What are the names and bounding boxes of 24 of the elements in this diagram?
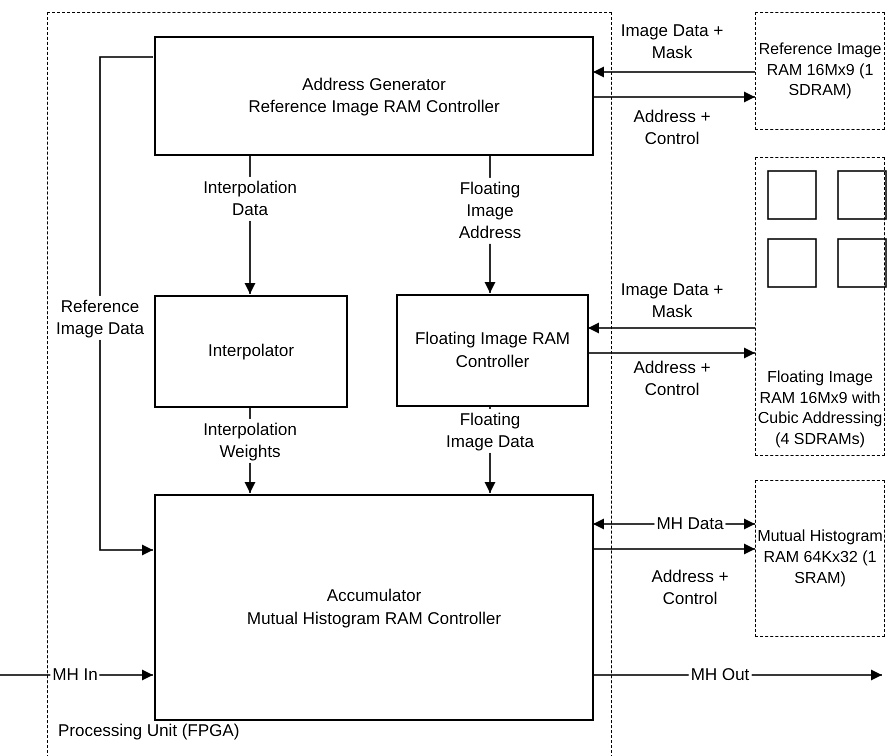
memory-box	[755, 480, 885, 637]
arrow	[588, 348, 755, 358]
process-box	[396, 294, 589, 407]
box-label: Reference Image RAM Controller	[248, 96, 500, 118]
process-box	[154, 36, 594, 156]
box-label: Reference Image RAM 16Mx9 (1 SDRAM)	[758, 40, 882, 102]
processing-unit-boundary	[47, 12, 612, 756]
box-label: Floating Image RAM 16Mx9 with Cubic Addressing (4 SDRAMs)	[757, 368, 883, 450]
process-box	[154, 295, 348, 408]
box-label: Accumulator	[326, 585, 422, 608]
memory-box	[755, 157, 885, 456]
arrow	[99, 56, 153, 556]
box-label: Address Generator	[302, 74, 446, 96]
box-label: Mutual Histogram RAM Controller	[246, 608, 502, 630]
box-label: Interpolator	[208, 340, 294, 362]
arrow	[593, 92, 755, 102]
process-box	[154, 494, 594, 721]
memory-box	[755, 12, 885, 130]
arrow	[593, 66, 755, 78]
arrow	[588, 322, 755, 334]
boundary-label: Processing Unit (FPGA)	[58, 720, 240, 742]
box-label: Floating Image RAM Controller	[414, 328, 571, 372]
arrow	[593, 544, 755, 554]
box-label: Mutual Histogram RAM 64Kx32 (1 SRAM)	[757, 527, 883, 589]
